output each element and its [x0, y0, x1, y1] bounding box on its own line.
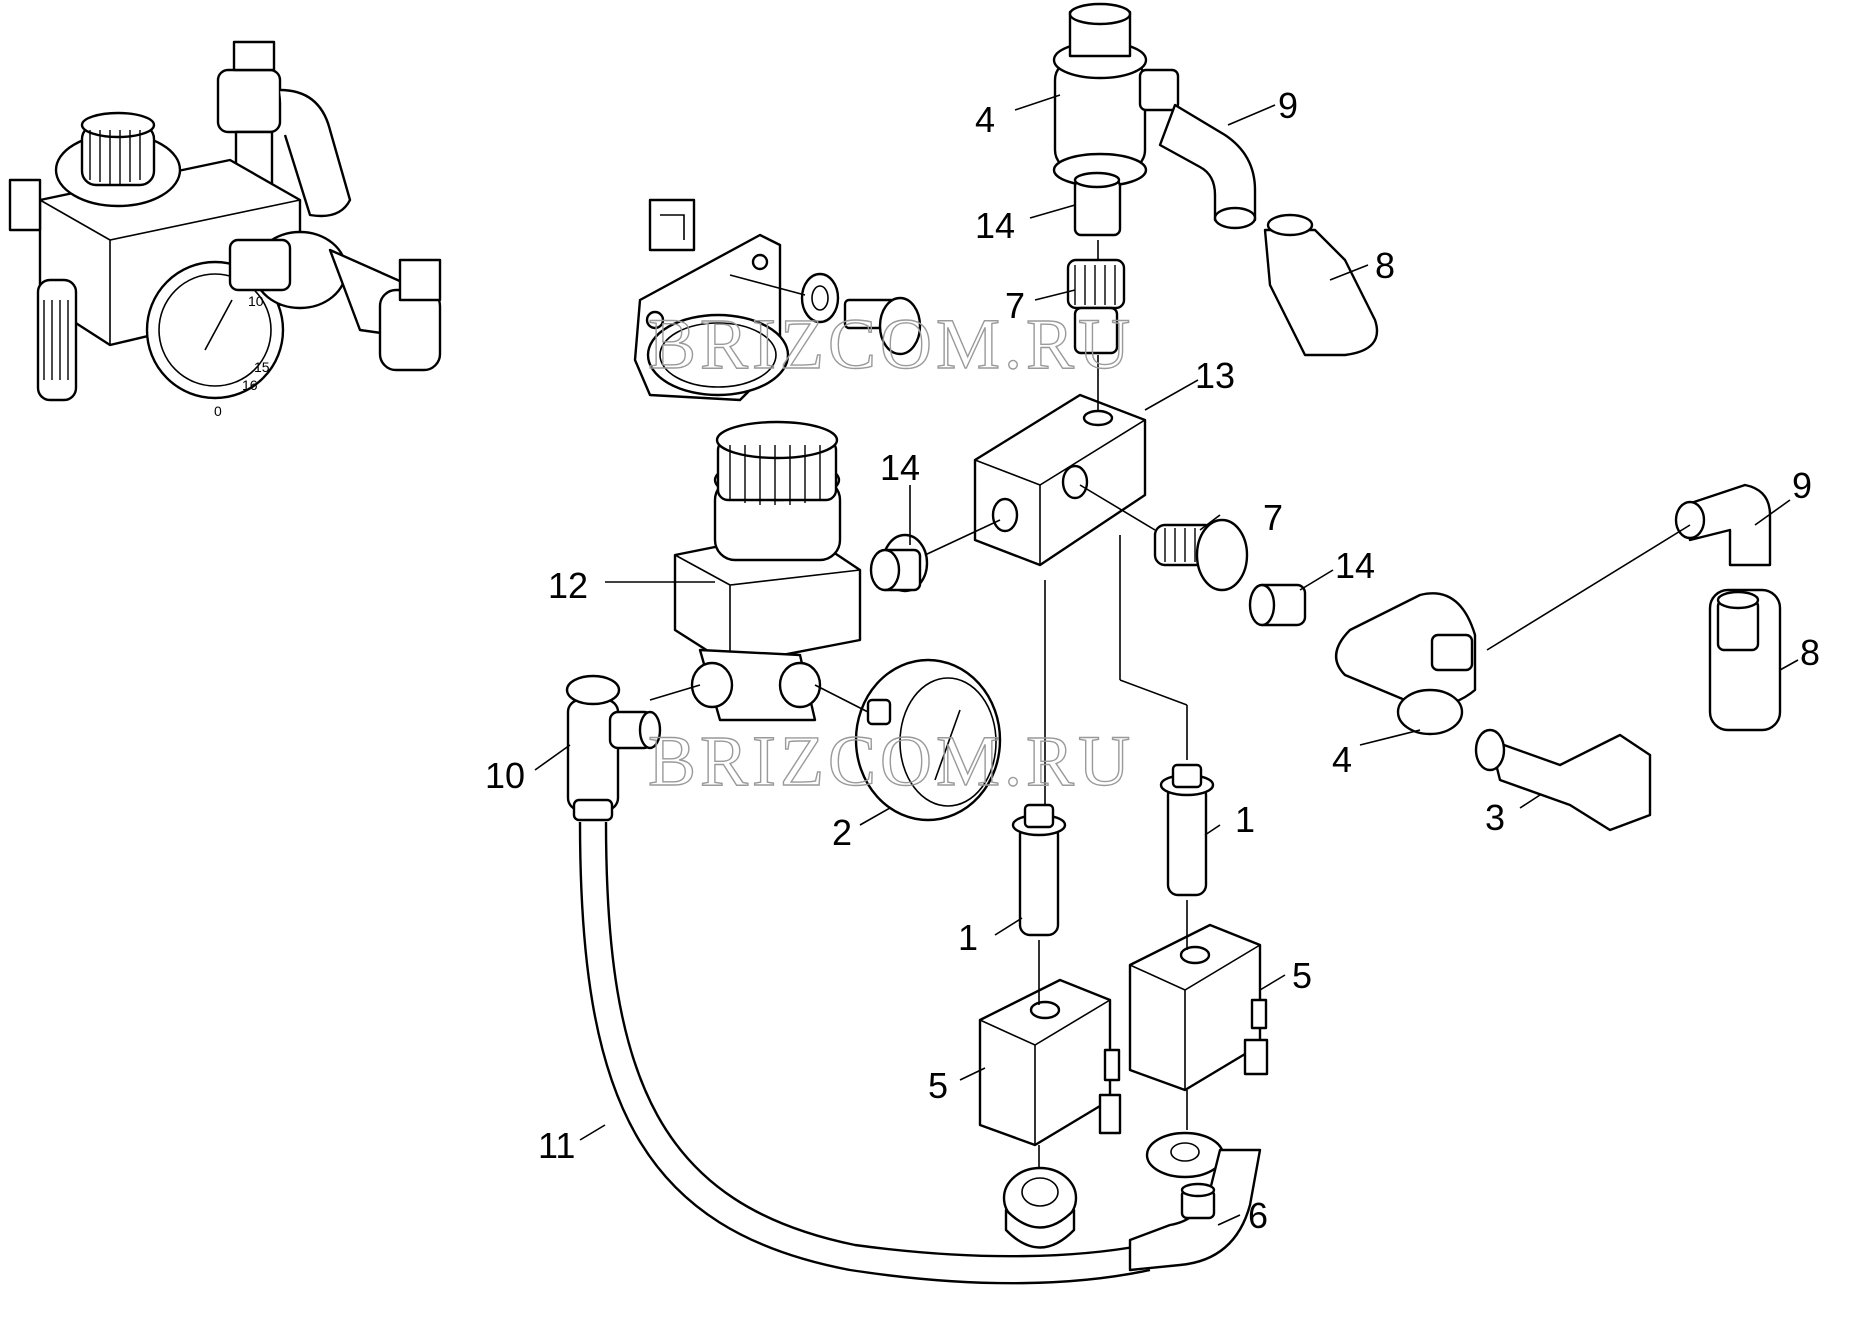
fitting-8-top	[1263, 213, 1379, 357]
mounting-bracket	[633, 198, 922, 402]
callout-3: 3	[1485, 797, 1505, 838]
gauge-mark-10: 10	[248, 293, 264, 309]
gauge-mark-16: 16	[242, 377, 258, 393]
callout-10: 10	[485, 755, 525, 796]
elbow-9-top	[1158, 103, 1257, 230]
callout-1-left: 1	[958, 917, 978, 958]
callout-9-top: 9	[1278, 85, 1298, 126]
solenoid-valve-top	[1052, 2, 1180, 188]
nipple-14-right	[1248, 583, 1307, 627]
callout-13: 13	[1195, 355, 1235, 396]
callout-8-top: 8	[1375, 245, 1395, 286]
callout-5-left: 5	[928, 1065, 948, 1106]
callout-14-right: 14	[1335, 545, 1375, 586]
manifold-block-13	[973, 393, 1147, 567]
callout-2: 2	[832, 812, 852, 853]
coil-5-left	[978, 978, 1122, 1147]
callout-8-right: 8	[1800, 632, 1820, 673]
watermark-top: BRIZCOM.RU	[648, 304, 1134, 384]
tee-3	[1474, 728, 1652, 832]
fitting-7-right	[1153, 518, 1249, 592]
gauge-mark-0: 0	[214, 403, 222, 419]
washer-right	[1145, 1131, 1225, 1179]
valve-tube-1-right	[1159, 763, 1215, 897]
coil-5-right	[1128, 923, 1269, 1092]
seal-left	[1002, 1166, 1078, 1249]
callout-14-left: 14	[880, 447, 920, 488]
gauge-mark-15: 15	[254, 359, 270, 375]
pressure-gauge-2	[854, 658, 1002, 822]
callout-1-right: 1	[1235, 799, 1255, 840]
assembled-view: 10 15 16 0	[8, 40, 442, 419]
nipple-14-top	[1073, 171, 1122, 237]
tee-fitting-10	[565, 674, 662, 822]
leader-lines	[534, 94, 1799, 1226]
fitting-8-right	[1708, 588, 1782, 732]
nipple-14-left	[869, 533, 929, 593]
hose-11	[578, 821, 1151, 1285]
callout-7-top: 7	[1005, 285, 1025, 326]
callout-6: 6	[1248, 1195, 1268, 1236]
valve-tube-1-left	[1011, 803, 1067, 937]
assembly-lines	[649, 240, 1691, 1168]
pressure-regulator-12	[673, 420, 862, 722]
callout-4-right: 4	[1332, 739, 1352, 780]
elbow-fitting-6	[1128, 1148, 1262, 1272]
callout-12: 12	[548, 565, 588, 606]
callout-labels: 4 9 14 8 7 13 14 12 7 14 9 8 4 3 10 2 1 …	[485, 85, 1820, 1236]
fitting-7-top	[1066, 258, 1126, 355]
callout-14-top: 14	[975, 205, 1015, 246]
callout-11: 11	[538, 1125, 575, 1166]
watermark-middle: BRIZCOM.RU	[648, 721, 1134, 801]
solenoid-valve-right	[1335, 592, 1477, 736]
callout-5-right: 5	[1292, 955, 1312, 996]
callout-7-right: 7	[1263, 497, 1283, 538]
callout-9-right: 9	[1792, 465, 1812, 506]
callout-4-top: 4	[975, 99, 995, 140]
